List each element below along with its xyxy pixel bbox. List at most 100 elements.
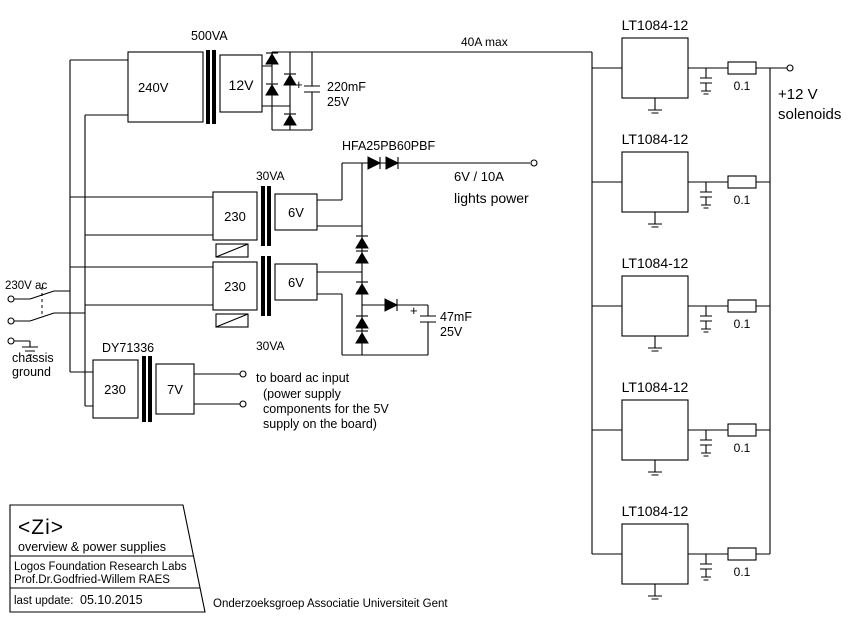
t500-secondary-box [219,54,263,113]
diode-icon [355,283,369,295]
org-name: Logos Foundation Research Labs [14,561,187,573]
t30a-primary-label: 230 [224,209,246,224]
cap-voltage: 25V [327,95,350,109]
regulator-box [621,523,689,585]
board-ac-terminal [239,370,247,378]
board-note-4: supply on the board) [263,417,377,431]
t500-core-bar [206,50,210,124]
ground-icon [648,98,662,114]
t500-core-bar [212,50,216,124]
board-note-3: components for the 5V [263,402,389,416]
t30b-fuse-box [215,313,249,328]
regulator-unit: LT1084-12 0.1 [592,17,770,114]
capacitor-icon [304,52,320,130]
diode-icon [385,156,400,170]
lights-supply: 30VA 230 6V 230 6V 30VA HFA25PB60PBF [212,139,538,356]
output-label-2: solenoids [778,106,841,123]
author-name: Prof.Dr.Godfried-Willem RAES [14,574,170,586]
output-label-1: +12 V [778,86,818,103]
dy-core-bar [142,356,146,422]
cap47-value: 47mF [440,310,472,324]
resistor-box [727,423,757,437]
max-current-label: 40A max [461,35,508,49]
regulator-box [621,37,689,99]
chassis-ground-icon [14,340,38,356]
regulator-column: LT1084-12 0.1 LT1084-12 0.1 LT1084-12 0.… [592,17,841,600]
solenoid-output-terminal [786,64,794,72]
bypass-cap-icon [700,430,712,457]
diode-icon [384,298,399,312]
drawing-title: overview & power supplies [18,540,166,554]
t30a-primary-box [212,191,258,241]
regulator-box [621,151,689,213]
last-update-date: 05.10.2015 [80,593,143,607]
regulator-label: LT1084-12 [622,255,689,271]
bypass-cap-icon [700,182,712,209]
regulator-unit: LT1084-12 0.1 [592,131,770,228]
diode-part-label: HFA25PB60PBF [342,139,435,153]
cap47-plus-sign: + [410,303,418,318]
t30a-secondary-box [274,193,318,231]
rail-wires [272,51,593,554]
resistor-label: 0.1 [734,441,751,455]
t30b-secondary-label: 6V [288,275,304,290]
cap-plus-sign: + [295,77,303,92]
dy-primary-label: 230 [104,382,126,397]
t30a-core-bar [261,186,265,246]
t500-primary-box [127,51,204,123]
bypass-cap-icon [700,554,712,581]
ground-icon [648,336,662,352]
footer-credit: Onderzoeksgroep Associatie Universiteit … [213,598,448,610]
regulator-label: LT1084-12 [622,379,689,395]
chassis-label-2: ground [12,365,51,379]
dy-part-label: DY71336 [102,341,154,355]
title-block-dividers [10,555,200,589]
bypass-cap-icon [700,68,712,95]
t500-secondary-label: 12V [229,77,255,93]
capacitor-icon [397,304,436,355]
resistor-label: 0.1 [734,565,751,579]
mains-terminal-live [7,295,15,303]
title-block: <Zi> overview & power supplies Logos Fou… [9,504,206,613]
regulator-unit: LT1084-12 0.1 [592,255,770,352]
t30b-va-label: 30VA [256,339,284,353]
zi-logo: <Zi> [18,516,64,539]
12v-rail: 40A max [272,35,593,554]
lights-power-label: lights power [454,190,529,206]
switch-poles [14,290,85,322]
transformer-500va: 500VA 240V 12V [127,29,263,124]
t30a-secondary-label: 6V [288,205,304,220]
diode-icon [283,114,297,126]
board-note-1: to board ac input [256,371,350,385]
regulator-unit: LT1084-12 0.1 [592,379,770,476]
regulator-label: LT1084-12 [622,503,689,519]
chassis-terminal [7,337,15,345]
dy-primary-box [92,359,139,419]
mains-terminal-neutral [7,317,15,325]
output-rail [769,67,787,554]
diode-icon [265,53,279,65]
cap-value: 220mF [327,80,366,94]
ground-icon [648,212,662,228]
board-supply-transformer: DY71336 230 7V to board ac input (power … [92,341,389,431]
diode-icon [283,74,297,86]
diode-icon [355,332,369,344]
cap47-voltage: 25V [440,325,463,339]
mains-label: 230V ac [5,280,47,292]
t500-primary-label: 240V [138,80,169,95]
regulator-label: LT1084-12 [622,17,689,33]
lights-rating-label: 6V / 10A [454,169,504,184]
resistor-label: 0.1 [734,317,751,331]
ground-icon [648,460,662,476]
t30a-core-bar [267,186,271,246]
resistor-box [727,547,757,561]
resistor-label: 0.1 [734,79,751,93]
diode-icon [265,84,279,96]
regulator-unit: LT1084-12 0.1 [592,503,770,600]
t30a-fuse-box [215,243,249,258]
ground-icon [648,584,662,600]
bypass-cap-icon [700,306,712,333]
regulator-label: LT1084-12 [622,131,689,147]
resistor-box [727,61,757,75]
